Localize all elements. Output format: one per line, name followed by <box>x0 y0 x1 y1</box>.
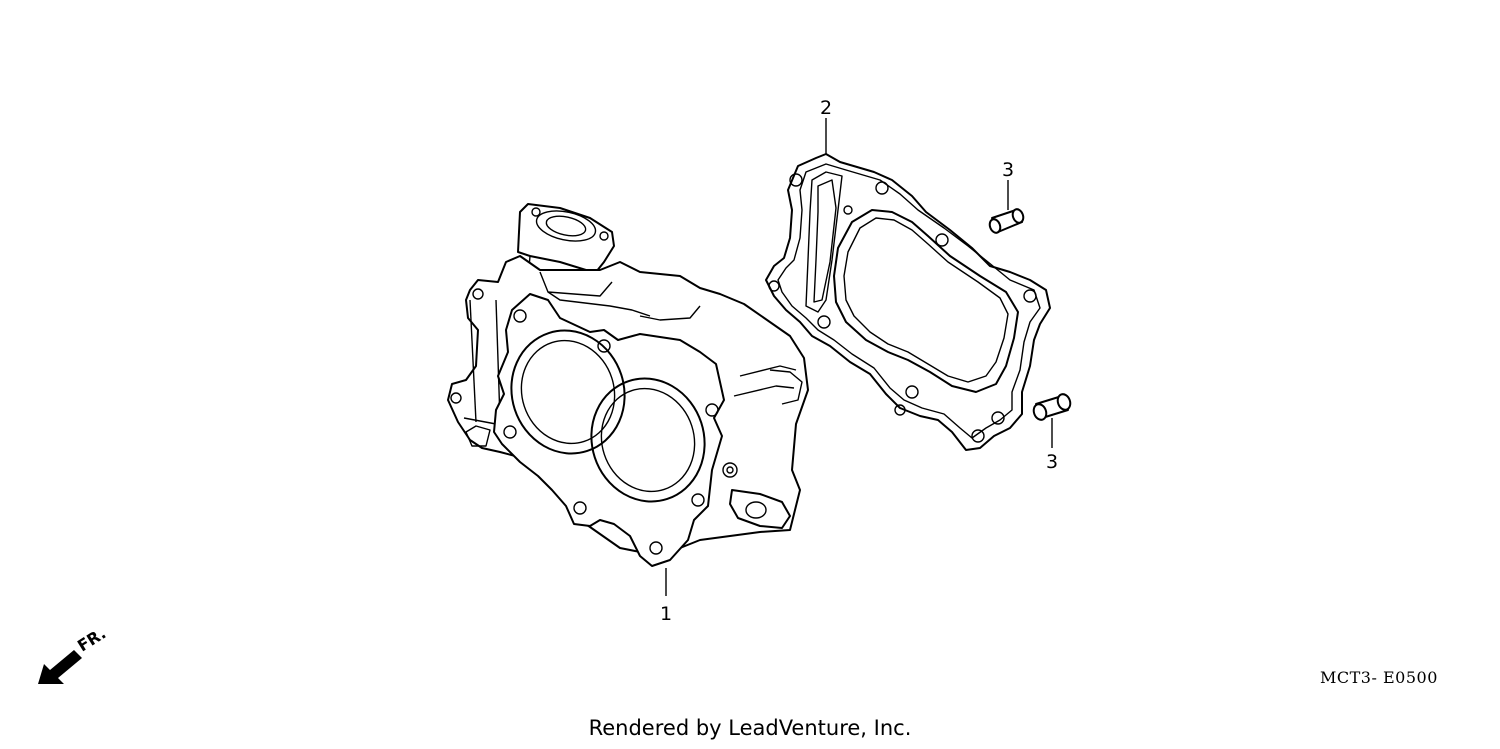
callout-2: 2 <box>820 97 832 119</box>
gasket-part[interactable] <box>765 118 1051 451</box>
render-credit: Rendered by LeadVenture, Inc. <box>588 716 912 740</box>
drawing-code: MCT3- E0500 <box>1320 668 1438 687</box>
front-direction-arrow-icon <box>38 650 82 684</box>
callout-1: 1 <box>660 603 672 625</box>
callout-3-lower: 3 <box>1046 451 1058 473</box>
front-direction-label: FR. <box>74 624 109 656</box>
callout-3-upper: 3 <box>1002 159 1014 181</box>
cylinder-part[interactable] <box>447 203 809 596</box>
dowel-pin-upper[interactable] <box>988 180 1025 234</box>
dowel-pin-lower[interactable] <box>1032 392 1073 448</box>
